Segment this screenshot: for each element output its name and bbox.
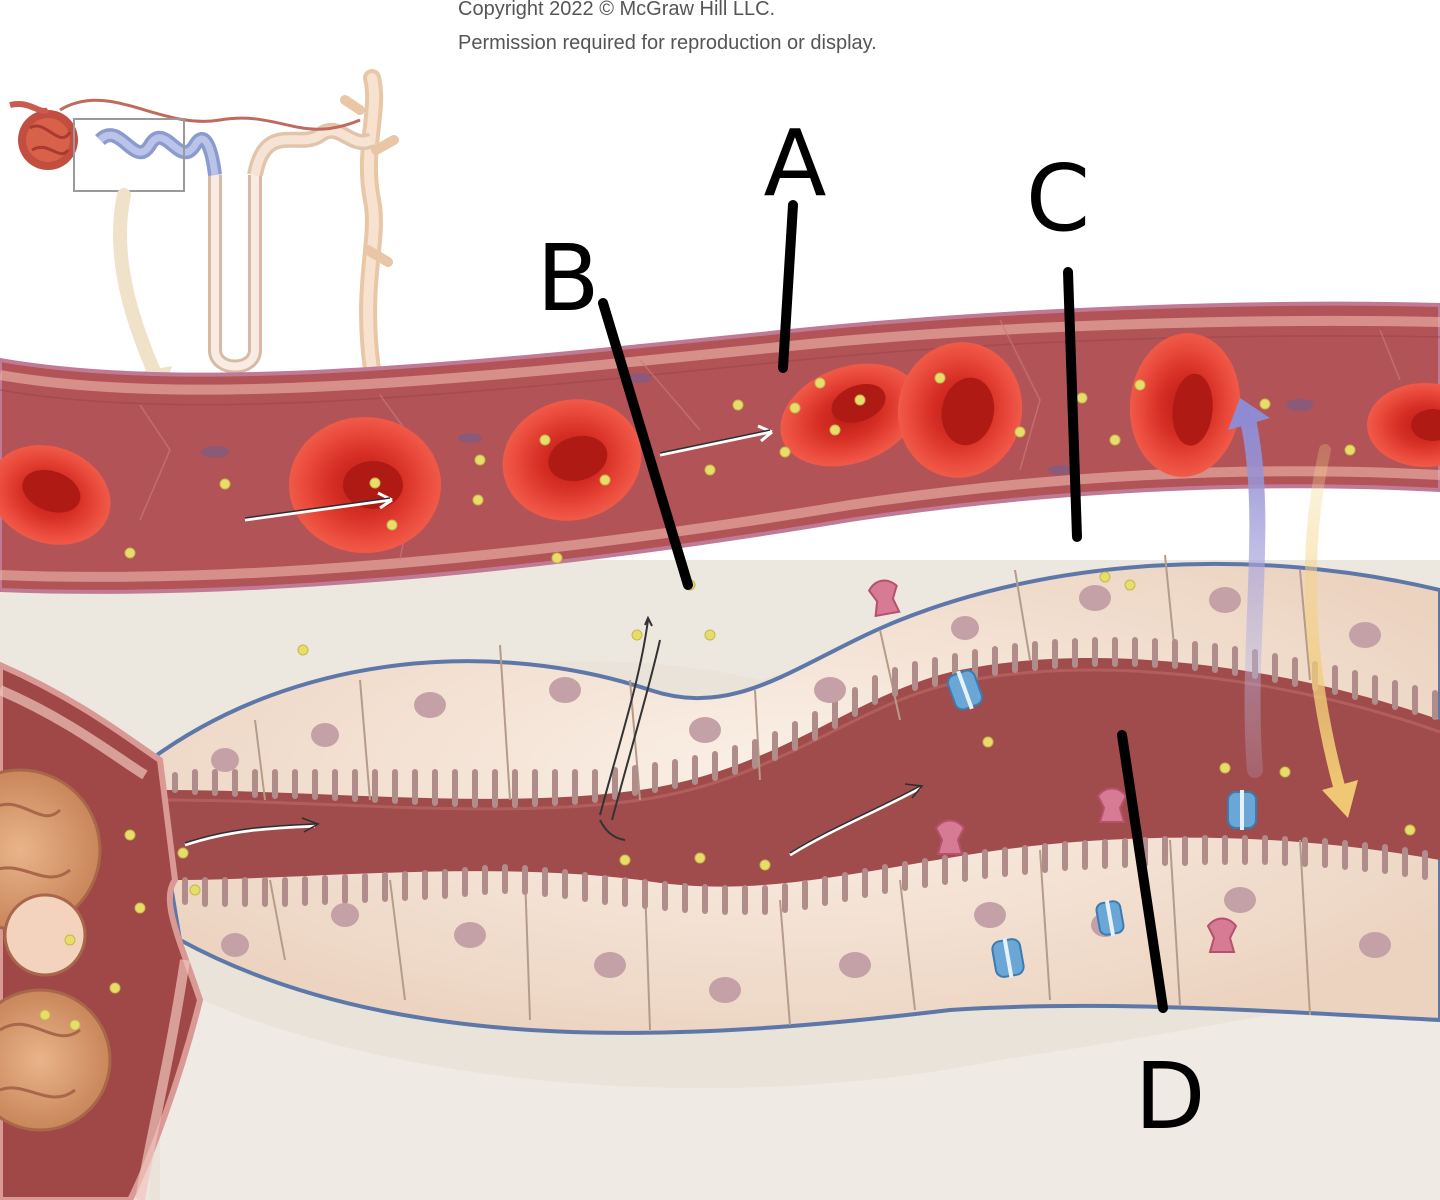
copyright-line: Copyright 2022 © McGraw Hill LLC.: [458, 0, 776, 20]
blue-channel: [991, 937, 1025, 979]
brush-border-upper: [172, 637, 1438, 808]
bowmans-capsule: [0, 661, 204, 1200]
leader-line-a: [778, 200, 798, 373]
pink-pump: [1206, 917, 1238, 953]
red-blood-cells: [0, 333, 1440, 553]
leader-line-b: [598, 298, 693, 590]
label-leader-lines: [598, 200, 1168, 1013]
capillary-flow-arrows-dark: [244, 429, 771, 519]
red-blood-cell: [0, 445, 111, 545]
tubule-cells-lower: [269, 839, 1311, 1031]
pink-pump: [934, 819, 966, 855]
red-blood-cell: [1129, 333, 1241, 477]
paracellular-transport-arrows: [599, 615, 661, 841]
red-blood-cell: [897, 342, 1023, 478]
blue-channel: [1095, 899, 1125, 937]
red-blood-cell: [1367, 383, 1440, 467]
permission-line: Permission required for reproduction or …: [458, 32, 877, 54]
copyright-notice: Copyright 2022 © McGraw Hill LLC. Permis…: [458, 0, 1058, 60]
pink-pump: [1096, 787, 1128, 823]
leader-line-c: [1063, 267, 1082, 542]
carrier-proteins: [867, 579, 1257, 979]
solute-particles: [39, 372, 1416, 1031]
label-c: C: [1026, 145, 1090, 252]
cell-nuclei: [211, 585, 1391, 1003]
label-d: D: [1135, 1043, 1206, 1150]
capillary-flow-arrows: [244, 424, 773, 522]
nephron-overview-thumbnail: [0, 60, 420, 400]
red-blood-cell: [502, 399, 642, 521]
red-blood-cell: [289, 417, 441, 553]
pink-pump: [867, 579, 901, 618]
leader-line-d: [1117, 730, 1168, 1013]
brush-border-lower: [182, 835, 1428, 915]
lumen-flow-arrows: [184, 786, 921, 857]
lumen-flow-arrows-dark: [184, 783, 924, 854]
blue-channel: [946, 669, 984, 711]
label-b: B: [536, 225, 599, 332]
reabsorption-arrow: [1228, 398, 1270, 778]
secretion-arrow: [1304, 444, 1358, 818]
label-a: A: [764, 110, 827, 217]
callout-labels: A B C D: [536, 110, 1205, 1150]
blue-channel: [1227, 790, 1257, 830]
